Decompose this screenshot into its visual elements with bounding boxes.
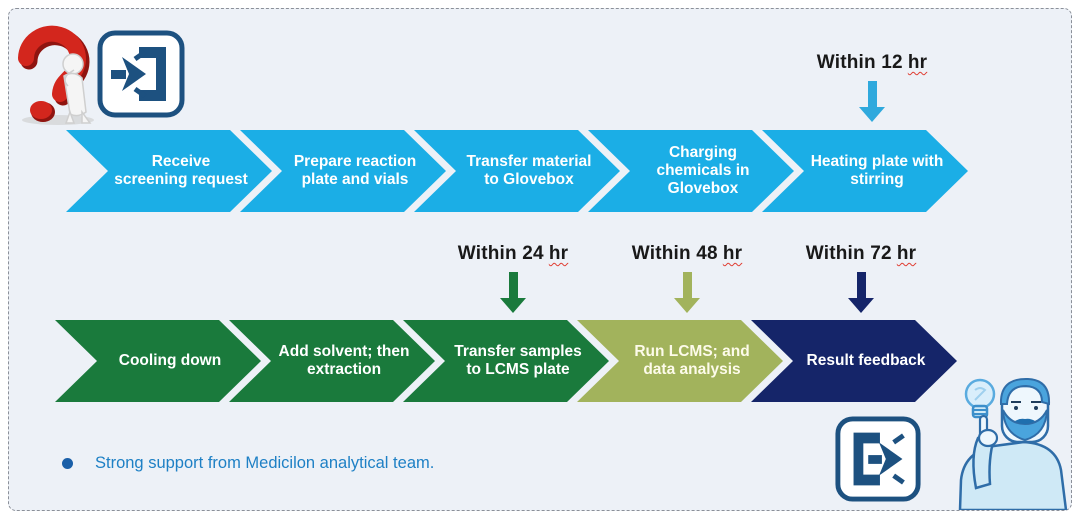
- timer-unit: hr: [548, 243, 569, 264]
- timer-prefix: Within 12: [816, 52, 903, 73]
- flow-step-label: Transfer material to Glovebox: [466, 152, 592, 188]
- flow-step-label: Heating plate with stirring: [810, 152, 944, 188]
- flow-row-2: Cooling down Add solvent; then extractio…: [55, 320, 957, 402]
- flow-step-label: Add solvent; then extraction: [278, 342, 410, 378]
- flow-step-label: Result feedback: [806, 351, 926, 369]
- down-arrow-icon: [674, 272, 700, 313]
- flow-step-label: Receive screening request: [114, 152, 248, 188]
- down-arrow-icon: [500, 272, 526, 313]
- flow-step-receive-screening-request: Receive screening request: [66, 130, 272, 212]
- down-arrow-icon: [859, 81, 885, 122]
- exit-icon: [835, 416, 921, 502]
- flow-step-prepare-reaction-plate: Prepare reaction plate and vials: [240, 130, 446, 212]
- man-lightbulb-illustration-icon: [958, 377, 1068, 510]
- timer-prefix: Within 24: [457, 243, 544, 264]
- footer-note: Strong support from Medicilon analytical…: [62, 454, 434, 473]
- timer-unit: hr: [896, 243, 917, 264]
- timer-prefix: Within 48: [631, 243, 718, 264]
- flow-step-label: Charging chemicals in Glovebox: [656, 143, 750, 198]
- flow-step-label: Prepare reaction plate and vials: [293, 152, 417, 188]
- enter-icon: [97, 30, 185, 118]
- timer-prefix: Within 72: [805, 243, 892, 264]
- footer-note-text: Strong support from Medicilon analytical…: [95, 454, 435, 472]
- flow-step-label: Run LCMS; and data analysis: [634, 342, 750, 378]
- flow-step-cooling-down: Cooling down: [55, 320, 261, 402]
- question-mark-figure-icon: [18, 25, 94, 125]
- flow-row-1: Receive screening request Prepare reacti…: [66, 130, 968, 212]
- bullet-dot-icon: [62, 458, 73, 469]
- flow-step-label: Transfer samples to LCMS plate: [454, 342, 582, 378]
- flow-step-label: Cooling down: [118, 351, 222, 369]
- timer-unit: hr: [907, 52, 928, 73]
- timer-unit: hr: [722, 243, 743, 264]
- down-arrow-icon: [848, 272, 874, 313]
